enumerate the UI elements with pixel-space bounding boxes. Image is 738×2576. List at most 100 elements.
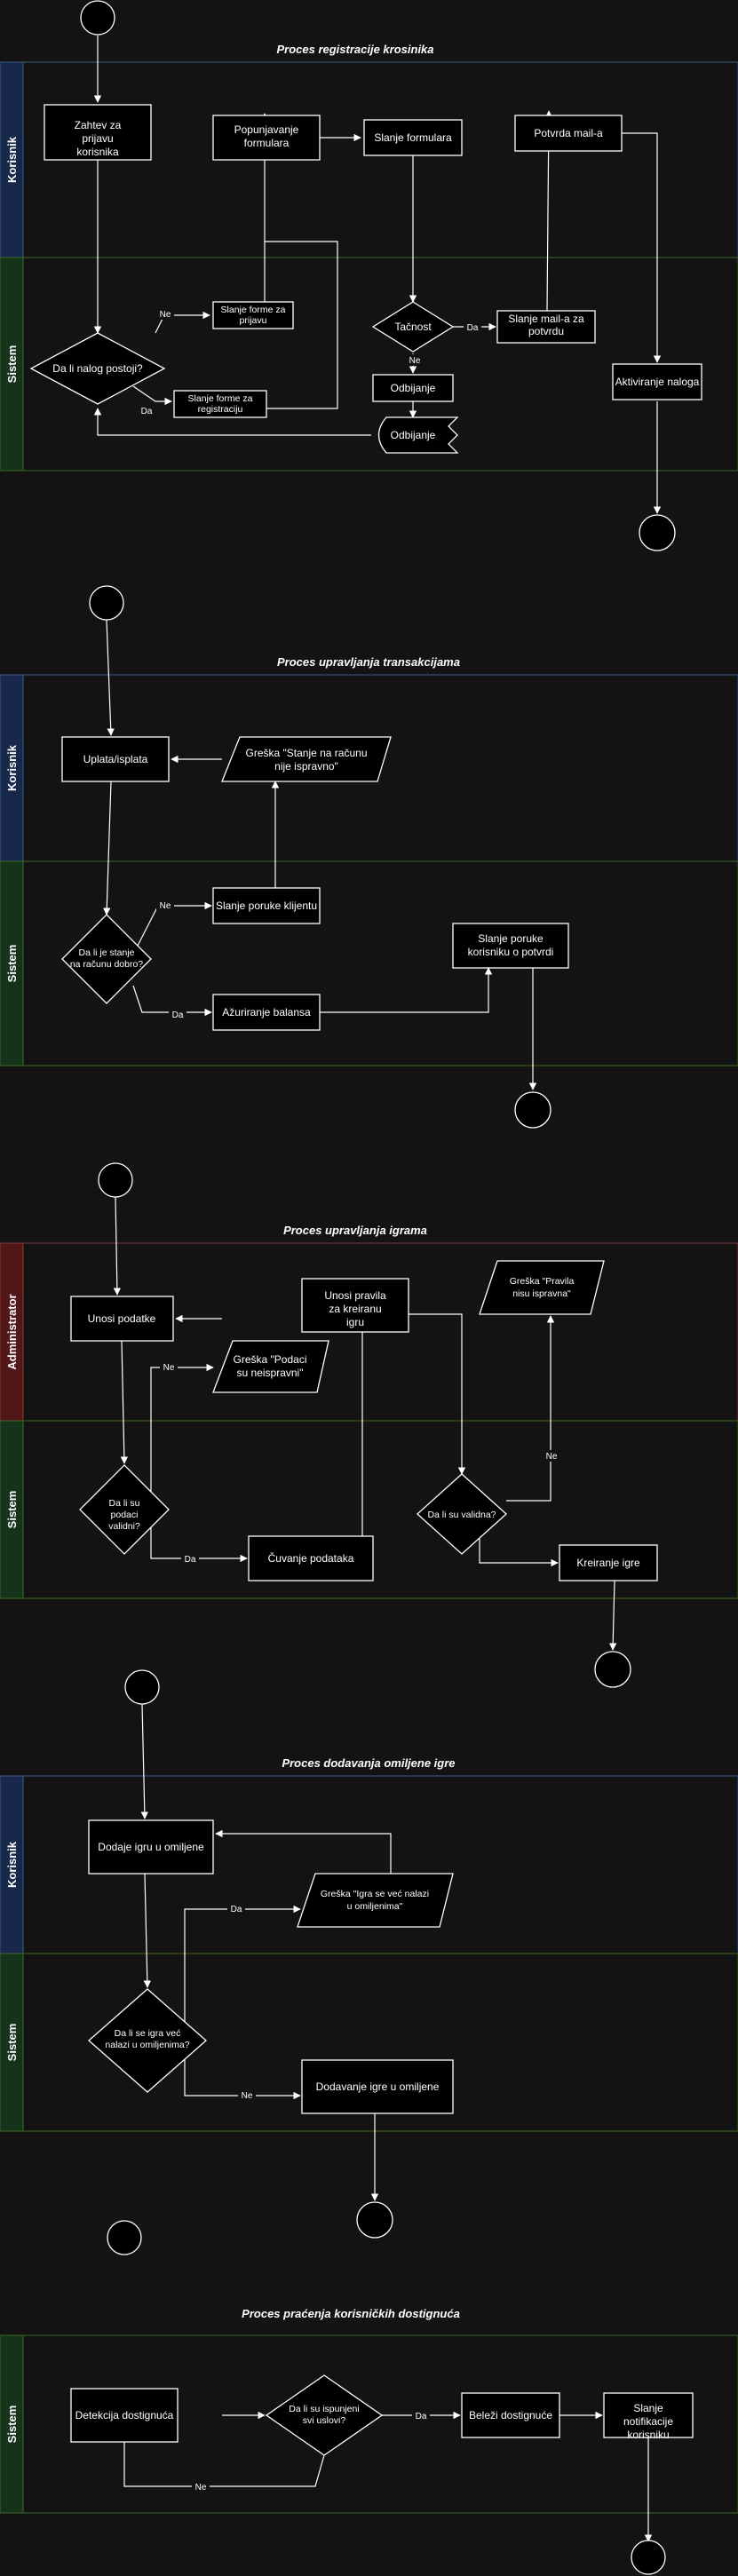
decision-vec-u-omiljenima [88, 1988, 207, 2093]
node-slanje-formulara [363, 119, 463, 156]
edge [113, 1196, 122, 1296]
node-label: Slanje formulara [374, 131, 452, 144]
end-node [514, 1091, 552, 1129]
diagram-igre: Proces upravljanja igrama Administrator … [0, 1162, 738, 1688]
lane-sistem-header [0, 1420, 24, 1599]
node-label: Unosi podatke [88, 1312, 156, 1325]
edge [143, 1873, 152, 1988]
decision-stanje [61, 914, 152, 1004]
lane-label-korisnik: Korisnik [5, 136, 19, 183]
node-forma-prijava [212, 301, 294, 329]
node-label: Aktiviranje naloga [615, 376, 700, 388]
edge [106, 619, 115, 736]
node-label: Beleži dostignuće [469, 2409, 552, 2421]
node-unosi-podatke [70, 1296, 174, 1342]
node-label: Dodavanje igre u omiljene [316, 2081, 440, 2093]
node-forma-registracija [173, 390, 267, 418]
lane-sistem [0, 860, 738, 1066]
edge-label: Ne [242, 2091, 253, 2101]
edge-ne [137, 901, 212, 947]
node-label: Da li su validna? [427, 1510, 496, 1520]
node-greska-pravila [479, 1260, 605, 1315]
diagram-omiljene: Proces dodavanja omiljene igre Korisnik … [0, 1669, 738, 2239]
decision-tacnost [371, 301, 455, 353]
lane-sistem-header [0, 1953, 24, 2132]
start-node [107, 2220, 142, 2255]
diagram-registracija: Proces registracije krosinika Korisnik S… [0, 0, 738, 551]
node-cuvanje [248, 1535, 374, 1581]
node-label: Slanje poruke klijentu [216, 900, 317, 912]
start-node [124, 1669, 160, 1705]
node-greska-podaci [212, 1340, 329, 1393]
edge-label: Ne [160, 310, 171, 320]
node-label: Da li nalog postoji? [52, 362, 143, 375]
node-label: Čuvanje podataka [268, 1551, 354, 1565]
lane-sistem-header [0, 2334, 24, 2514]
lane-sistem-header [0, 257, 24, 472]
edge-da [150, 1514, 248, 1563]
start-node [89, 585, 124, 621]
lane-label-sistem: Sistem [5, 945, 19, 983]
edge-label: Da [185, 1555, 196, 1565]
edge-label: Da [416, 2412, 427, 2421]
lane-label-korisnik: Korisnik [5, 1841, 19, 1888]
start-node [98, 1162, 133, 1198]
node-label: Odbijanje [391, 429, 436, 441]
edge-label: Da [467, 323, 479, 333]
edge [93, 408, 371, 436]
start-node [80, 0, 115, 36]
edge-label: Da [141, 407, 153, 416]
lane-label-korisnik: Korisnik [5, 744, 19, 791]
edge-label: Ne [546, 1452, 558, 1462]
diagram-title: Proces upravljanja transakcijama [277, 655, 460, 669]
edge-label: Ne [160, 901, 171, 911]
node-poruka-klijentu [212, 887, 321, 924]
edge [265, 241, 338, 409]
node-label: Detekcija dostignuća [75, 2409, 174, 2421]
edge [608, 1580, 617, 1651]
edge [320, 967, 493, 1013]
node-greska-omiljene [297, 1873, 454, 1928]
lane-sistem [0, 2334, 738, 2514]
edge [103, 781, 112, 915]
lane-sistem [0, 1953, 738, 2132]
edge-label: Da [172, 1011, 184, 1020]
lane-sistem [0, 1420, 738, 1599]
edge [409, 1313, 466, 1475]
node-uplata [61, 736, 170, 782]
edge-da [132, 985, 212, 1017]
node-slanje-maila [496, 310, 596, 344]
lane-label-sistem: Sistem [5, 2406, 19, 2444]
decision-nalog-postoji [29, 332, 166, 405]
node-label: Kreiranje igre [576, 1557, 640, 1569]
edge-ne [506, 1315, 555, 1502]
edge-ne [184, 2047, 301, 2100]
edge [140, 1703, 149, 1819]
edge-label: Ne [163, 1363, 175, 1373]
node-aktiviranje [612, 363, 702, 400]
node-label: Dodaje igru u omiljene [98, 1841, 204, 1853]
lane-label-sistem: Sistem [5, 1491, 19, 1529]
end-node [356, 2201, 393, 2239]
node-label: Uplata/isplata [83, 753, 148, 765]
edge [622, 132, 662, 363]
node-zahtev [44, 104, 152, 161]
node-detekcija [70, 2388, 179, 2443]
decision-validna [417, 1473, 507, 1555]
edge-label: Ne [195, 2483, 207, 2493]
decision-uslovi [265, 2374, 384, 2456]
edge [120, 1340, 129, 1464]
node-greska-stanje [221, 736, 392, 782]
diagram-title: Proces upravljanja igrama [283, 1224, 427, 1237]
